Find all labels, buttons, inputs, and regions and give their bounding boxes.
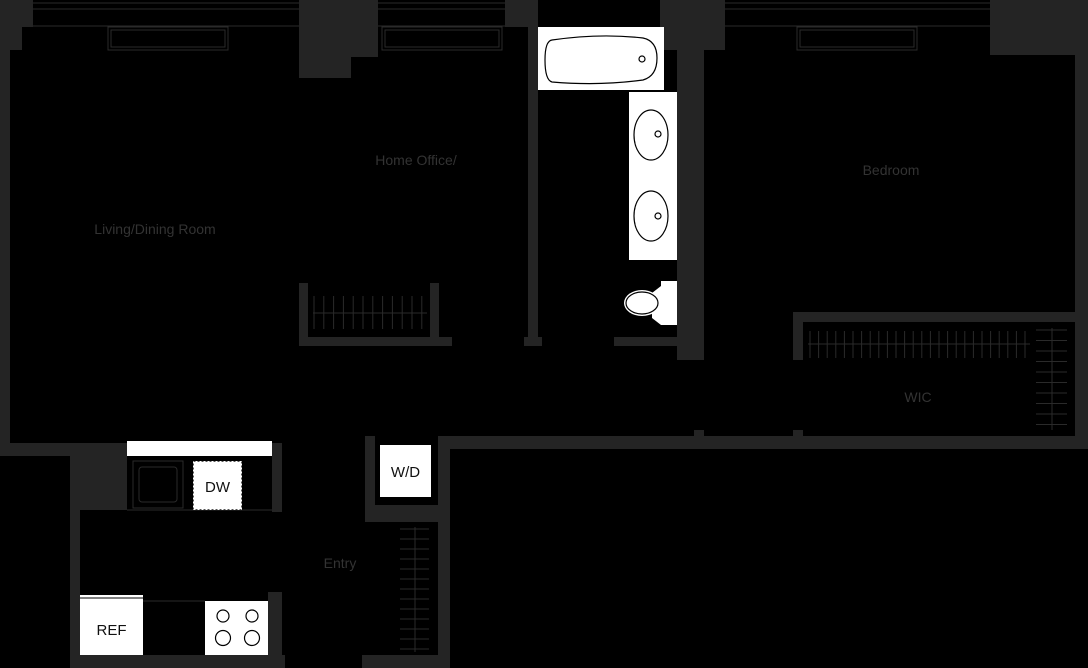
dishwasher: DW [193, 461, 242, 510]
toilet [624, 281, 677, 325]
room-label-living: Living/Dining Room [94, 221, 215, 237]
entry-closet-shelving [400, 527, 429, 652]
vanity [629, 92, 677, 260]
washer-dryer: W/D [380, 445, 431, 497]
room-label-office: Home Office/ [375, 152, 457, 168]
wic-shelving [808, 328, 1067, 430]
refrigerator-label: REF [97, 622, 127, 639]
washer-dryer-label: W/D [391, 464, 420, 481]
bathtub [538, 27, 664, 90]
room-label-wic: WIC [904, 389, 931, 405]
sink [132, 460, 184, 509]
room-label-entry: Entry [324, 555, 357, 571]
dishwasher-label: DW [205, 479, 231, 496]
office-closet-shelving [313, 296, 427, 329]
room-label-bedroom: Bedroom [863, 162, 920, 178]
windows [33, 2, 990, 51]
range [205, 601, 268, 655]
refrigerator: REF [80, 595, 143, 655]
kitchen: DW REF [80, 441, 272, 655]
